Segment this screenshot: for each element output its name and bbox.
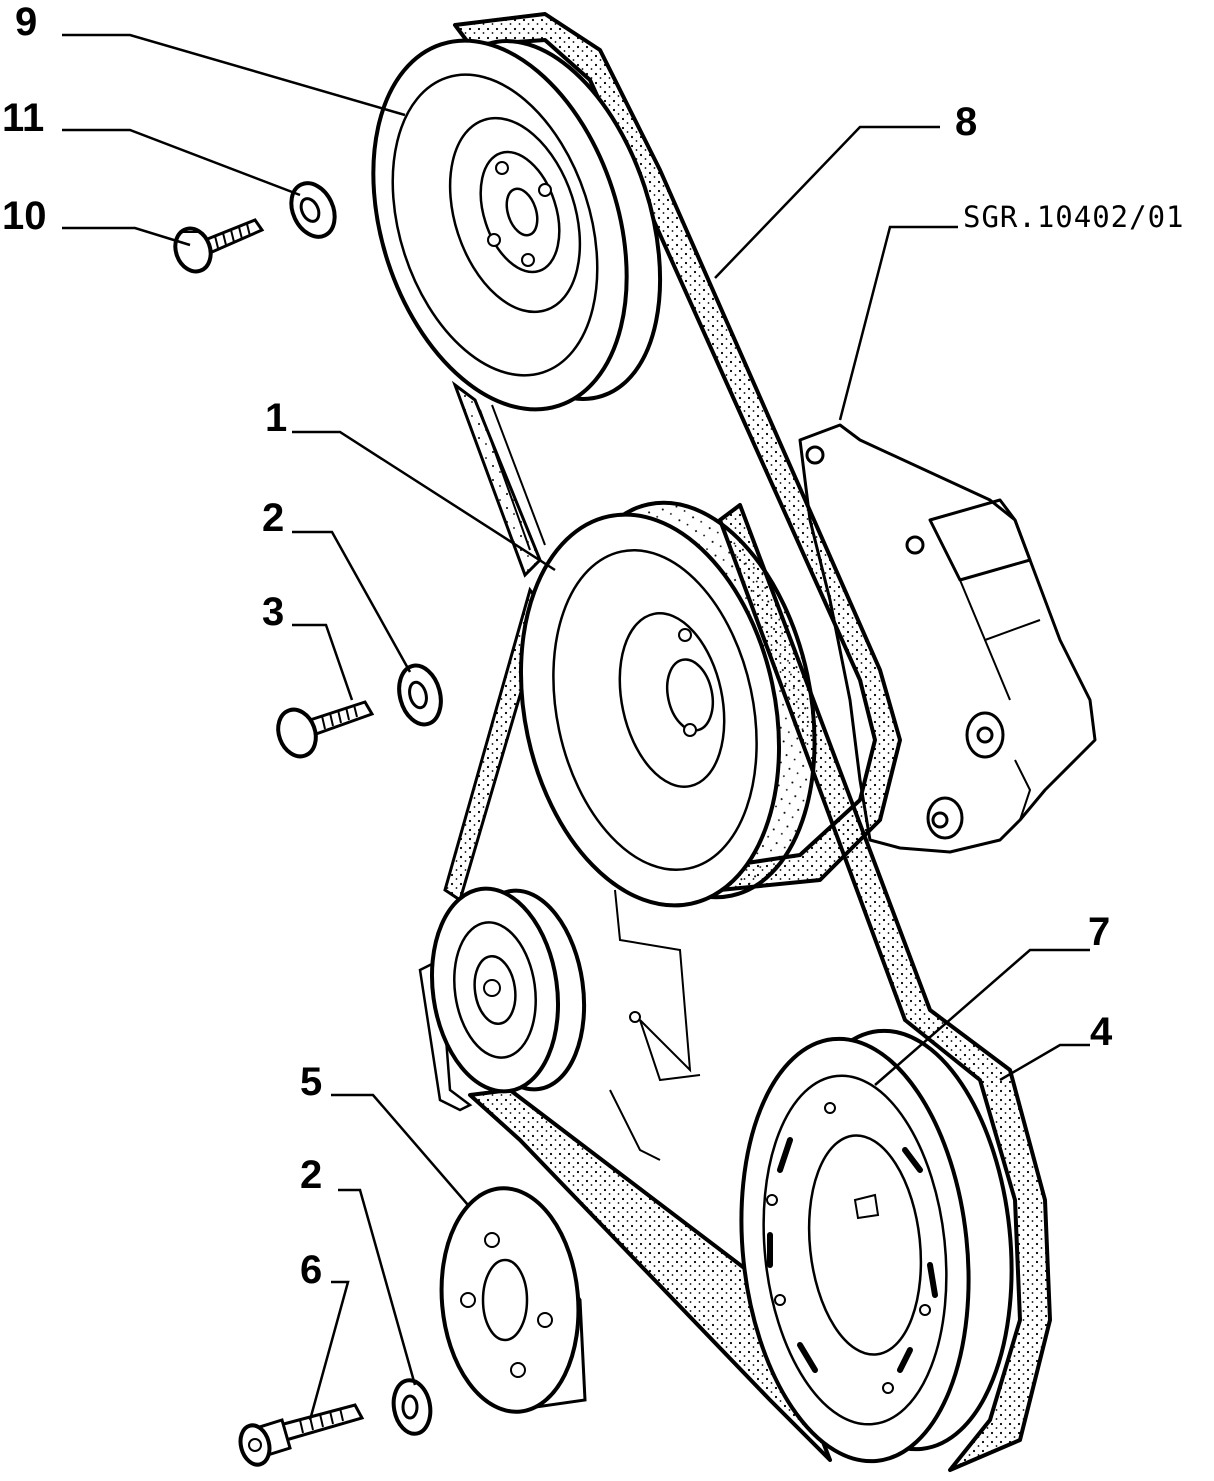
callout-9: 9 bbox=[15, 0, 38, 44]
pulley-7-icon bbox=[739, 1028, 1014, 1464]
spacer-plate-5-icon bbox=[439, 1186, 587, 1414]
callout-5: 5 bbox=[300, 1060, 323, 1104]
washer-11-icon bbox=[289, 181, 337, 239]
callout-2-upper: 2 bbox=[262, 496, 285, 540]
leader-lines bbox=[62, 33, 1090, 1421]
bracket-icon bbox=[609, 889, 701, 1161]
callout-4: 4 bbox=[1090, 1010, 1113, 1054]
callout-7: 7 bbox=[1088, 910, 1111, 954]
washer-2-upper-icon bbox=[397, 663, 443, 727]
drawing-reference: SGR.10402/01 bbox=[963, 200, 1185, 234]
pulley-1-icon bbox=[518, 500, 817, 908]
screw-6-icon bbox=[238, 1403, 365, 1467]
bolt-3-icon bbox=[276, 700, 375, 759]
bolt-10-icon bbox=[173, 218, 265, 274]
pulley-9-icon bbox=[371, 38, 663, 412]
callout-1: 1 bbox=[265, 396, 288, 440]
callout-8: 8 bbox=[955, 100, 978, 144]
callout-2-lower: 2 bbox=[300, 1153, 323, 1197]
washer-2-lower-icon bbox=[391, 1378, 433, 1436]
callout-3: 3 bbox=[262, 590, 285, 634]
callout-6: 6 bbox=[300, 1248, 323, 1292]
callout-10: 10 bbox=[2, 194, 47, 238]
tensioner-pulley-icon bbox=[418, 886, 587, 1112]
callout-11: 11 bbox=[2, 96, 45, 140]
